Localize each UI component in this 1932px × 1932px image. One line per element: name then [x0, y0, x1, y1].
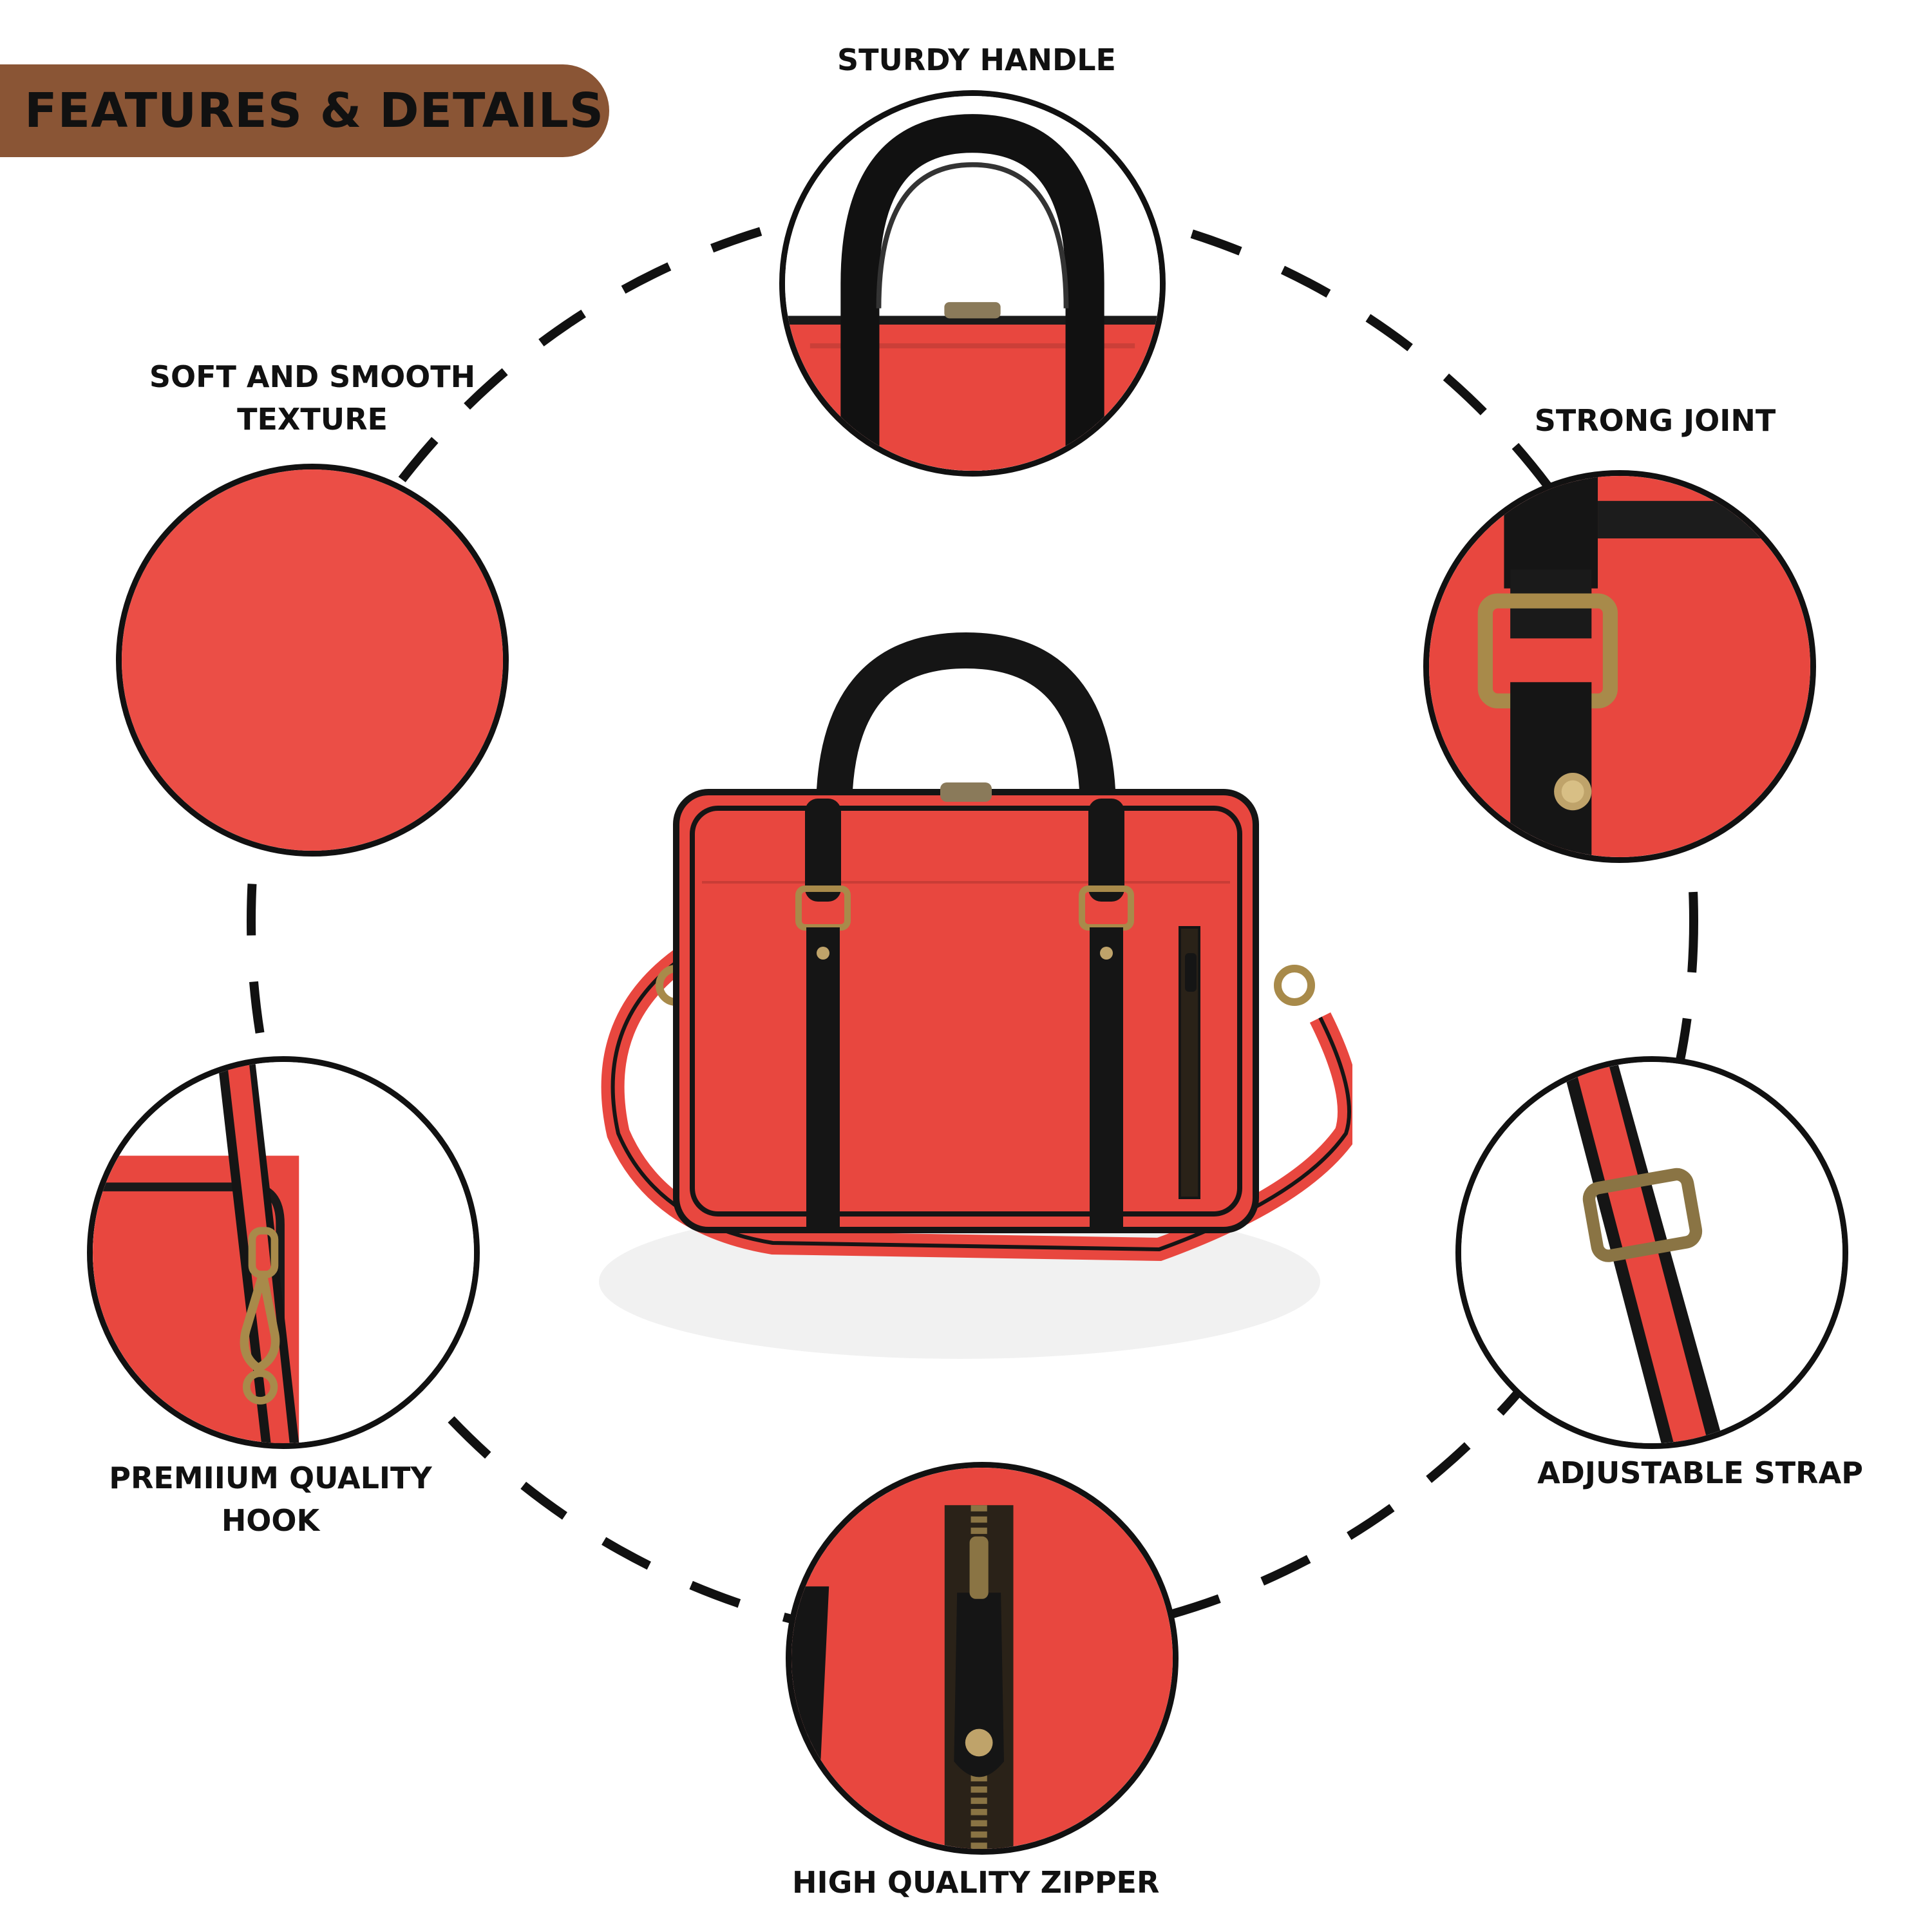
handle-detail-circle [779, 90, 1166, 477]
label-soft-texture: SOFT AND SMOOTH TEXTURE [129, 355, 496, 440]
label-premium-hook-line2: HOOK [221, 1503, 320, 1538]
hook-detail-circle [87, 1056, 480, 1449]
laptop-bag-image [599, 632, 1352, 1359]
label-soft-texture-line1: SOFT AND SMOOTH [149, 359, 476, 394]
label-premium-hook: PREMIIUM QUALITY HOOK [97, 1457, 444, 1542]
section-title: FEATURES & DETAILS [24, 83, 605, 138]
label-soft-texture-line2: TEXTURE [237, 402, 388, 437]
strap-detail-circle [1455, 1056, 1848, 1449]
label-high-quality-zipper: HIGH QUALITY ZIPPER [792, 1865, 1160, 1900]
hook-closeup-image [93, 1062, 474, 1443]
handle-closeup-image [785, 96, 1160, 471]
zipper-closeup-image [791, 1468, 1173, 1849]
texture-closeup-image [122, 469, 503, 851]
label-premium-hook-line1: PREMIIUM QUALITY [109, 1461, 432, 1495]
section-title-badge: FEATURES & DETAILS [0, 64, 609, 157]
label-adjustable-strap: ADJUSTABLE STRAP [1537, 1455, 1863, 1490]
texture-detail-circle [116, 464, 509, 857]
zipper-detail-circle [786, 1462, 1179, 1855]
label-sturdy-handle: STURDY HANDLE [837, 43, 1116, 77]
joint-closeup-image [1429, 476, 1810, 857]
label-strong-joint: STRONG JOINT [1534, 403, 1776, 438]
strap-closeup-image [1461, 1062, 1842, 1443]
joint-detail-circle [1423, 470, 1816, 863]
